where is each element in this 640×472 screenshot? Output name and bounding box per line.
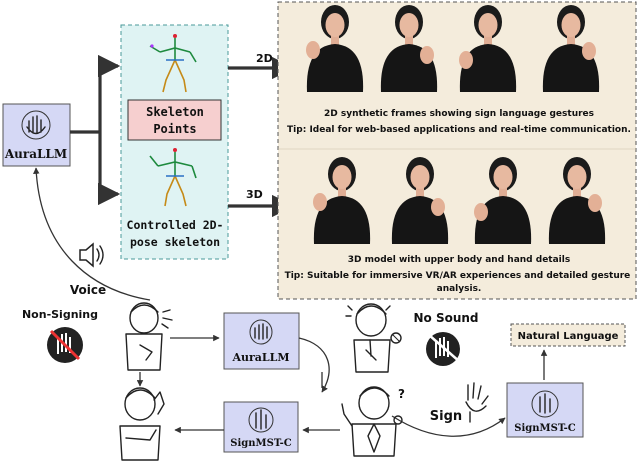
controlled-pose-label: Controlled 2D-pose skeleton bbox=[127, 218, 224, 249]
tip-3d: Tip: Suitable for immersive VR/AR experi… bbox=[285, 271, 634, 294]
skeleton-figure-top bbox=[149, 34, 197, 93]
no-sound-label: No Sound bbox=[413, 311, 478, 325]
signmst-right-logo-icon bbox=[531, 390, 559, 418]
signing-person-figure: ? bbox=[341, 386, 405, 457]
speaker-icon bbox=[79, 242, 104, 268]
signmst-right-label: SignMST-C bbox=[514, 423, 576, 434]
signmst-left-box: SignMST-C bbox=[223, 401, 299, 453]
aurallm-logo-icon bbox=[21, 110, 51, 140]
frame-2d-frame-figure-3 bbox=[459, 5, 517, 92]
voice-to-aura-arrow bbox=[33, 167, 151, 301]
natural-language-box: Natural Language bbox=[510, 323, 626, 347]
label-3d: 3D bbox=[246, 188, 263, 201]
signmst-right-box: SignMST-C bbox=[506, 382, 584, 438]
caption-2d: 2D synthetic frames showing sign languag… bbox=[324, 109, 594, 119]
skeleton-figure-bottom bbox=[149, 148, 197, 207]
confused-person-figure bbox=[345, 303, 402, 373]
frame-3d-frame-figure-3 bbox=[474, 157, 532, 244]
sign-hand-icon bbox=[465, 382, 489, 423]
frame-3d-frame-figure-4 bbox=[548, 157, 606, 244]
aura-to-skeleton-connector bbox=[70, 54, 121, 206]
frame-2d-frame-figure-4 bbox=[542, 5, 600, 92]
aurallm-main-label: AuraLLM bbox=[4, 147, 67, 161]
frames-3d-row bbox=[313, 157, 606, 244]
frame-2d-frame-figure-1 bbox=[306, 5, 364, 92]
frame-3d-frame-figure-2 bbox=[391, 157, 449, 244]
aurallm-main-box: AuraLLM bbox=[2, 103, 71, 167]
no-sound-icon bbox=[426, 332, 461, 366]
label-2d: 2D bbox=[256, 52, 273, 65]
speaking-person-figure bbox=[125, 302, 173, 371]
non-signing-label: Non-Signing bbox=[22, 308, 98, 321]
frame-2d-frame-figure-2 bbox=[380, 5, 438, 92]
no-signing-icon bbox=[47, 327, 83, 363]
signer-to-signmst-arrow bbox=[391, 415, 506, 437]
aurallm-bottom-label: AuraLLM bbox=[231, 351, 289, 364]
listening-person-figure bbox=[119, 387, 165, 461]
tip-2d: Tip: Ideal for web-based applications an… bbox=[287, 125, 631, 135]
signmst-left-logo-icon bbox=[248, 407, 274, 433]
frames-2d-row bbox=[306, 5, 600, 92]
caption-3d: 3D model with upper body and hand detail… bbox=[348, 255, 570, 265]
frame-3d-frame-figure-1 bbox=[313, 157, 371, 244]
signmst-left-label: SignMST-C bbox=[230, 438, 292, 449]
sign-label: Sign bbox=[430, 409, 462, 424]
aurallm-bottom-logo-icon bbox=[249, 319, 273, 345]
aura-to-signer-arrow bbox=[298, 337, 330, 393]
svg-text:?: ? bbox=[398, 387, 405, 401]
natural-language-label: Natural Language bbox=[518, 331, 619, 342]
aurallm-bottom-box: AuraLLM bbox=[223, 312, 300, 370]
voice-label: Voice bbox=[70, 283, 106, 297]
